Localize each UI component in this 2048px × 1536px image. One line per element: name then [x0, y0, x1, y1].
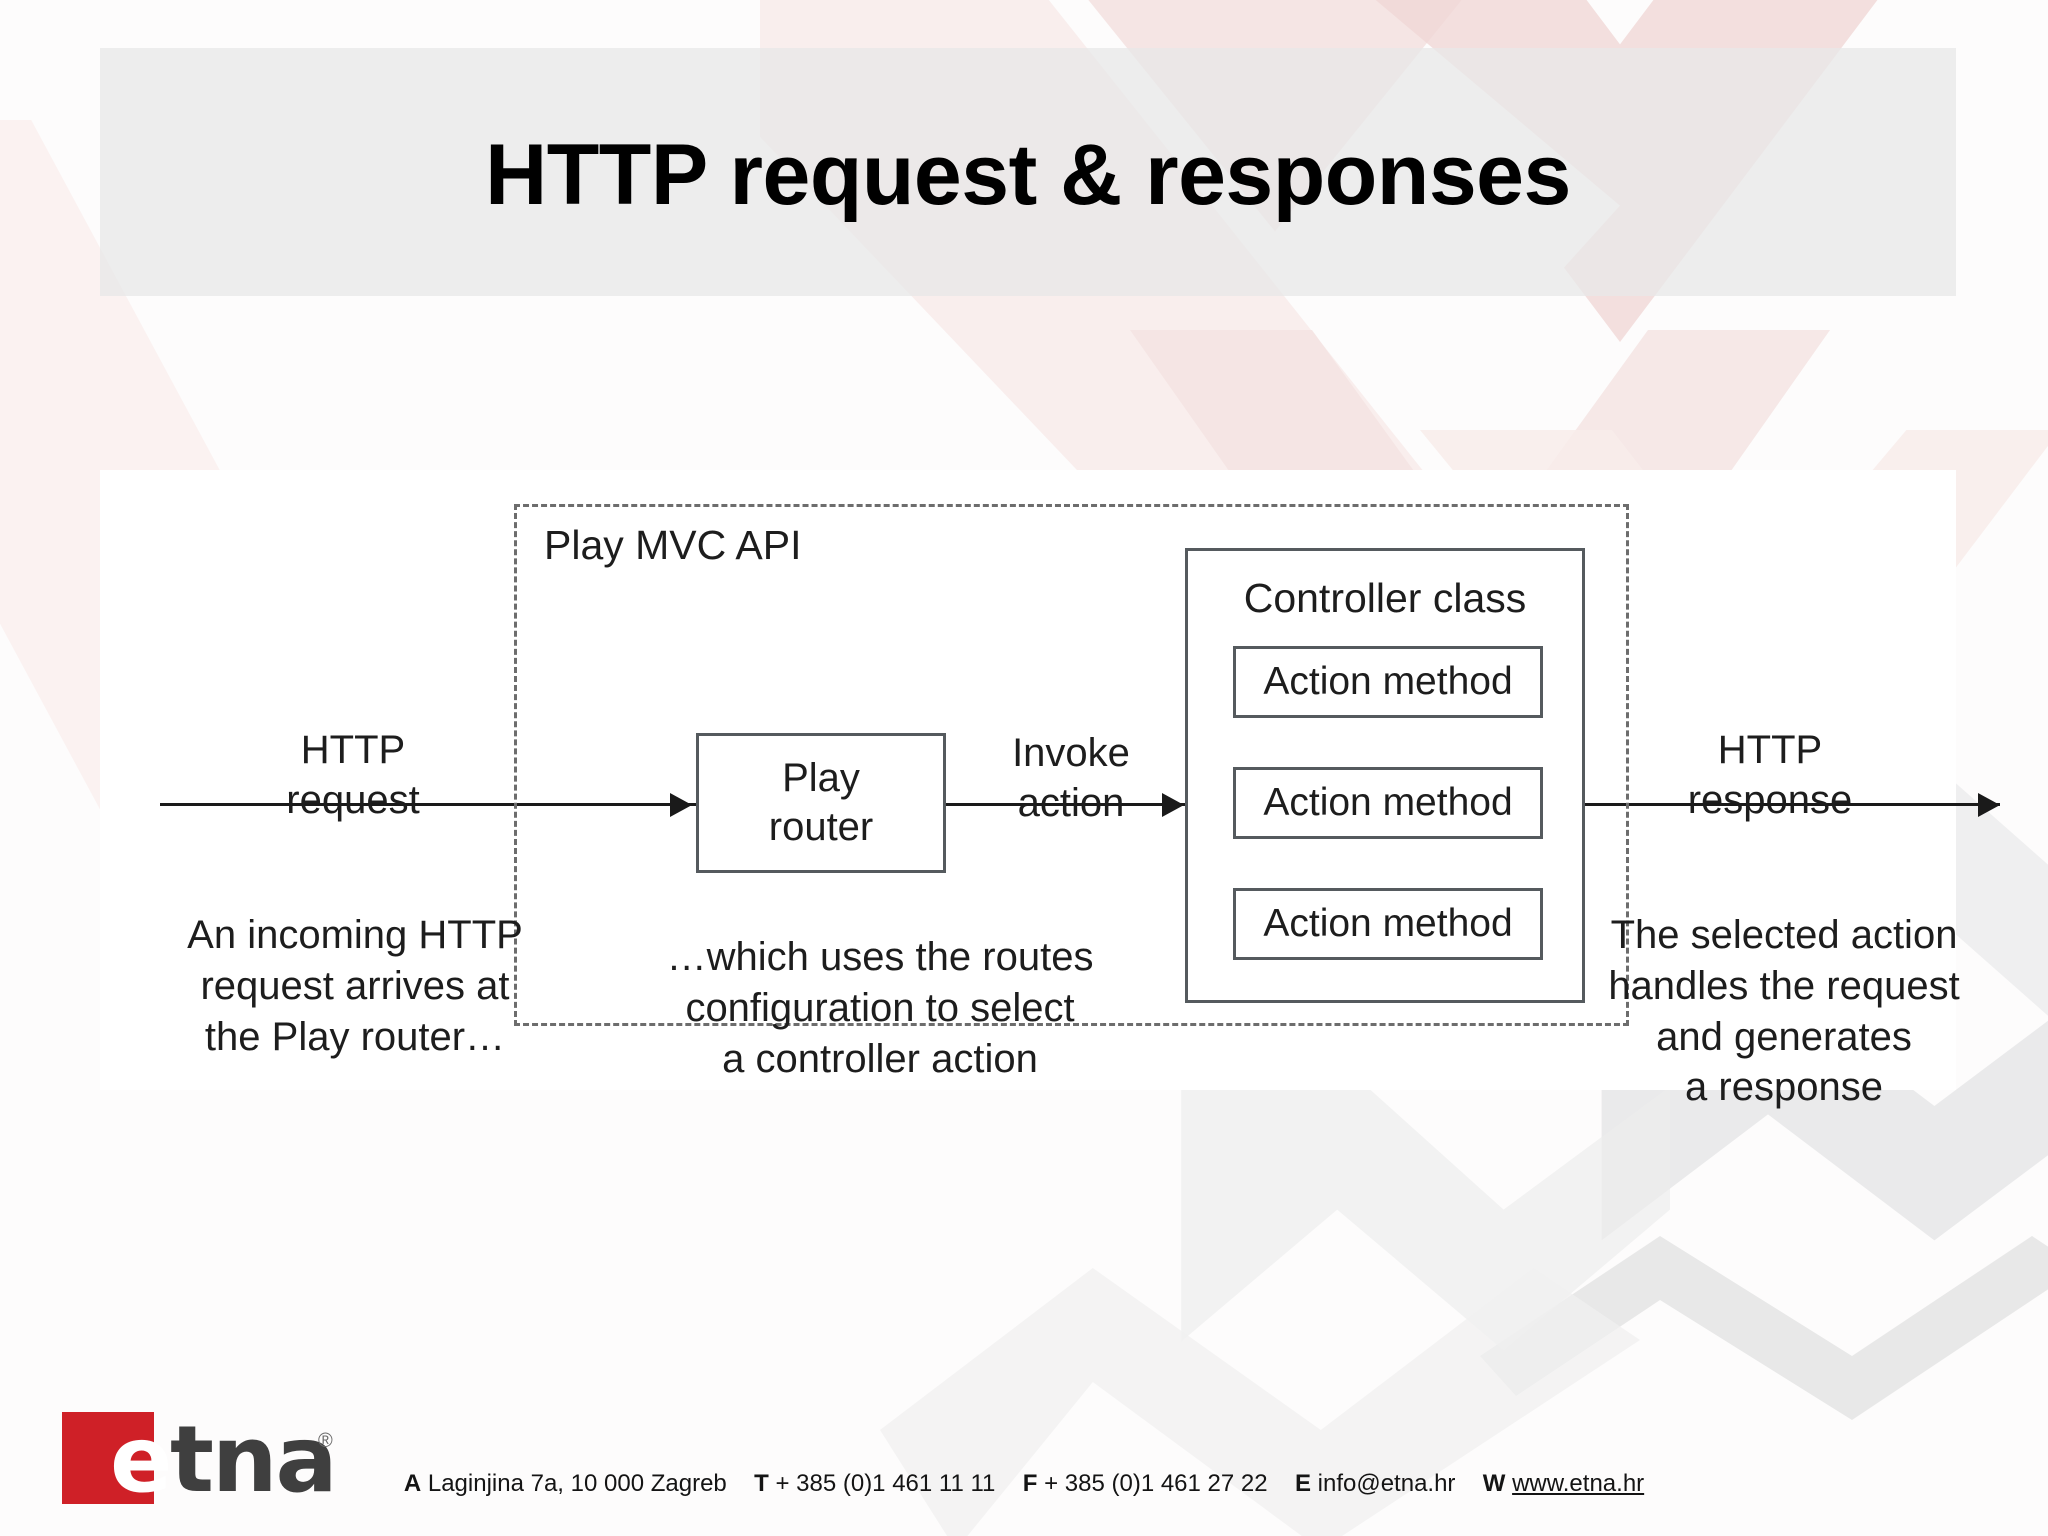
play-router-label-line2: router [768, 805, 874, 849]
http-request-caption-line1: HTTP [300, 728, 406, 772]
arrowhead-to-router-icon [670, 793, 692, 817]
left-description: An incoming HTTP request arrives at the … [120, 910, 590, 1062]
play-router-box: Play router [696, 733, 946, 873]
footer-fax: + 385 (0)1 461 27 22 [1044, 1470, 1268, 1497]
footer-web-key: W [1482, 1470, 1506, 1497]
action-method-box: Action method [1233, 888, 1543, 960]
chevron-shape-grey-three [1181, 1060, 1670, 1351]
router-description-line1: …which uses the routes [666, 935, 1094, 979]
router-description-line2: configuration to select [685, 985, 1075, 1030]
footer-tel: + 385 (0)1 461 11 11 [775, 1470, 996, 1497]
http-response-caption-line2: response [1687, 778, 1853, 822]
right-description: The selected action handles the request … [1584, 910, 1984, 1113]
footer-web-link[interactable]: www.etna.hr [1512, 1470, 1645, 1497]
footer-email: info@etna.hr [1317, 1470, 1456, 1497]
right-description-line3: and generates [1656, 1014, 1912, 1059]
invoke-action-line1: Invoke [1012, 731, 1130, 775]
action-method-box: Action method [1233, 646, 1543, 718]
router-description-line3: a controller action [722, 1036, 1038, 1081]
footer-address-key: A [403, 1470, 422, 1497]
invoke-action-line2: action [1017, 781, 1125, 825]
http-request-caption: HTTP request [198, 725, 508, 825]
controller-class-title: Controller class [1243, 575, 1527, 621]
arrowhead-response-icon [1978, 793, 2000, 817]
footer-contact-bar: A Laginjina 7a, 10 000 Zagreb T + 385 (0… [0, 1470, 2048, 1498]
play-mvc-api-container [514, 504, 1629, 1026]
http-request-response-diagram: Play MVC API HTTP request An incoming HT… [100, 470, 2000, 1109]
http-request-caption-line2: request [286, 778, 420, 822]
play-mvc-api-label: Play MVC API [544, 522, 802, 568]
flow-arrow-line [160, 803, 2000, 806]
http-response-caption: HTTP response [1590, 725, 1950, 825]
logo-letters-tna: tna [170, 1406, 338, 1513]
right-description-line2: handles the request [1608, 963, 1960, 1008]
logo-letter-e: e [110, 1406, 173, 1513]
title-band [100, 48, 1956, 296]
right-description-line4: a response [1685, 1065, 1883, 1110]
router-description: …which uses the routes configuration to … [600, 932, 1160, 1084]
left-description-line1: An incoming HTTP [187, 913, 523, 957]
footer-address: Laginjina 7a, 10 000 Zagreb [427, 1470, 727, 1497]
footer-email-key: E [1294, 1470, 1311, 1497]
arrowhead-to-controller-icon [1162, 793, 1184, 817]
footer-tel-key: T [754, 1470, 769, 1497]
invoke-action-caption: Invoke action [956, 728, 1186, 828]
right-description-line1: The selected action [1610, 913, 1958, 957]
page-title: HTTP request & responses [485, 127, 1571, 223]
diagram-backdrop [100, 470, 1956, 1090]
play-router-label-line1: Play [782, 756, 860, 801]
logo-red-square [62, 1412, 154, 1504]
left-description-line3: the Play router… [204, 1014, 506, 1059]
http-response-caption-line1: HTTP [1717, 728, 1823, 772]
footer-fax-key: F [1022, 1470, 1038, 1497]
etna-logo: e tna ® [62, 1404, 338, 1513]
controller-class-box: Controller class Action method Action me… [1185, 548, 1585, 1003]
left-description-line2: request arrives at [200, 963, 510, 1008]
registered-trademark-icon: ® [318, 1430, 333, 1452]
action-method-box: Action method [1233, 767, 1543, 839]
